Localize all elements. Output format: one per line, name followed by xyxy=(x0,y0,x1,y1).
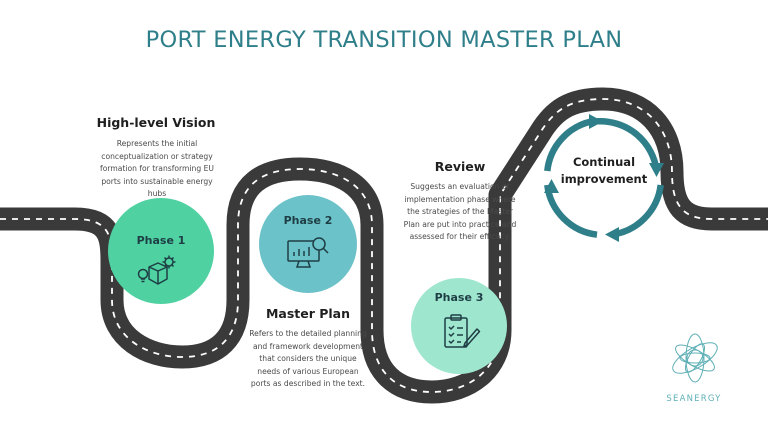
stage-1-heading: High-level Vision xyxy=(96,115,216,130)
cycle-arrows-icon xyxy=(544,114,664,242)
seanergy-logo-text: SEANERGY xyxy=(666,394,722,404)
phase-2-label: Phase 2 xyxy=(283,214,333,227)
stage-2-heading: Master Plan xyxy=(265,306,351,321)
phase-1-label: Phase 1 xyxy=(136,234,186,247)
page-title: PORT ENERGY TRANSITION MASTER PLAN xyxy=(145,27,623,53)
phase-3-circle: Phase 3 xyxy=(411,278,507,374)
monitor-chart-search-icon xyxy=(287,237,329,268)
phase-1-circle: Phase 1 xyxy=(108,198,214,304)
phase-3-label: Phase 3 xyxy=(434,291,484,304)
seanergy-logo-icon xyxy=(672,333,718,383)
stage-2-description: Refers to the detailed planning and fram… xyxy=(249,329,367,389)
stage-1-description: Represents the initial conceptualization… xyxy=(100,139,214,199)
clipboard-check-pen-icon xyxy=(444,314,481,348)
stage-3-heading: Review xyxy=(434,159,486,174)
box-gear-bulb-icon xyxy=(137,255,176,285)
cycle-label: Continual improvement xyxy=(560,155,648,186)
stage-3-description: Suggests an evaluation or implementation… xyxy=(403,182,517,242)
phase-2-circle: Phase 2 xyxy=(259,195,357,293)
